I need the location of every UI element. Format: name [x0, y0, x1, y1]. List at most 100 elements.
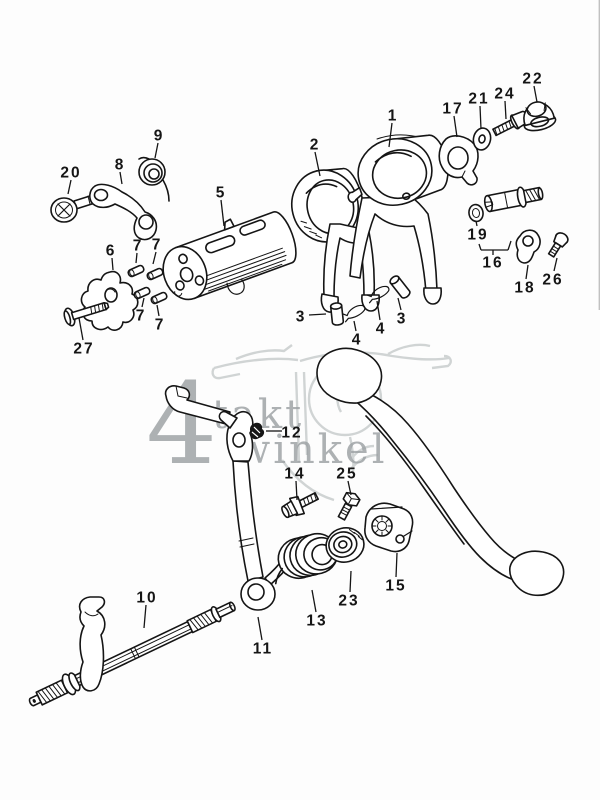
- part-5-shift-drum: [162, 211, 297, 301]
- part-10-spindle: [28, 601, 236, 707]
- gearshift-pedal: [316, 347, 565, 597]
- part-label-7: 7: [155, 317, 166, 334]
- part-label-leader-13: [311, 589, 317, 613]
- watermark-big-4: 4: [146, 360, 217, 490]
- part-label-18: 18: [514, 280, 535, 297]
- part-label-leader-7: [152, 251, 157, 265]
- part-16-spindle-bolt: [483, 186, 544, 213]
- part-label-11: 11: [253, 641, 273, 658]
- part-label-leader-21: [479, 105, 482, 130]
- part-4-split-pin: [366, 285, 390, 304]
- part-23-collar: [325, 527, 365, 563]
- part-label-6: 6: [106, 243, 117, 260]
- part-22-dome-nut: [523, 101, 557, 132]
- handlebar-grip-left: [211, 367, 241, 380]
- part-9-spring: [138, 156, 170, 202]
- part-label-3: 3: [296, 309, 307, 326]
- part-label-leader-18: [525, 264, 529, 280]
- part-label-7: 7: [152, 237, 163, 254]
- part-1-fork-body: [347, 134, 449, 305]
- part-label-leader-3: [397, 297, 402, 311]
- fork-tube-sketch: [294, 371, 309, 463]
- part-label-leader-5: [220, 199, 225, 227]
- part-label-4: 4: [352, 332, 363, 349]
- part-label-3: 3: [397, 311, 408, 328]
- part-label-leader-22: [533, 85, 538, 103]
- part-label-leader-20: [67, 179, 72, 195]
- part-label-15: 15: [385, 578, 406, 595]
- part-7-pin: [150, 291, 168, 305]
- part-7-pin: [127, 264, 145, 278]
- parts-artwork: [28, 0, 600, 707]
- part-label-13: 13: [306, 613, 327, 630]
- pedal-toe-pad: [316, 347, 383, 404]
- part-label-14: 14: [284, 466, 305, 483]
- part-label-leader-8: [119, 171, 123, 185]
- part-label-leader-16: [507, 240, 512, 251]
- part-label-8: 8: [115, 157, 126, 174]
- part-label-22: 22: [522, 71, 543, 88]
- part-label-leader-25: [347, 480, 352, 496]
- part-20-flange-bolt: [50, 194, 96, 223]
- part-label-24: 24: [494, 86, 515, 103]
- part-label-leader-19: [475, 220, 478, 227]
- part-26-screw: [547, 232, 569, 258]
- part-label-2: 2: [310, 137, 321, 154]
- part-label-leader-1: [388, 122, 393, 148]
- part-6-star-plate: [80, 270, 139, 331]
- part-4-split-pin: [342, 304, 366, 323]
- part-label-16: 16: [482, 255, 503, 272]
- part-label-25: 25: [336, 466, 357, 483]
- handlebar-lever-left: [235, 344, 293, 361]
- part-21-washer: [472, 127, 492, 151]
- part-label-leader-7: [141, 297, 145, 308]
- part-label-leader-9: [154, 142, 159, 159]
- part-11-gearshift-arm: [164, 385, 291, 611]
- part-label-17: 17: [442, 101, 463, 118]
- part-label-leader-26: [553, 257, 558, 272]
- part-27-bolt: [63, 302, 110, 327]
- part-label-1: 1: [388, 108, 399, 125]
- part-label-5: 5: [216, 185, 227, 202]
- pedal-shadow-stripe: [365, 415, 465, 545]
- part-label-leader-11: [257, 616, 263, 641]
- part-label-19: 19: [467, 227, 488, 244]
- sketch-hatch-marks: [349, 444, 379, 471]
- part-label-7: 7: [136, 308, 147, 325]
- part-label-21: 21: [468, 91, 489, 108]
- watermark-text: 4 takt winkel: [146, 360, 385, 490]
- part-label-leader-23: [349, 570, 352, 593]
- part-label-26: 26: [542, 272, 563, 289]
- handlebar-lever-right: [387, 343, 431, 356]
- handlebar-sketch-line: [213, 357, 299, 370]
- part-label-leader-4: [376, 300, 381, 321]
- part-label-27: 27: [73, 341, 94, 358]
- part-label-leader-2: [314, 151, 321, 177]
- part-12-clip-spring: [249, 422, 265, 440]
- scan-edge-artifact: [598, 0, 600, 310]
- part-8-stopper-arm: [89, 183, 158, 241]
- part-label-leader-3: [308, 313, 327, 316]
- part-label-leader-7: [135, 252, 138, 264]
- part-label-leader-6: [111, 257, 114, 271]
- pedal-heel-pad: [509, 550, 565, 597]
- part-label-leader-17: [453, 115, 458, 138]
- spindle-pawl-hook: [78, 596, 106, 692]
- part-14-stud-bolt: [281, 492, 319, 519]
- handlebar-grip-right: [431, 354, 452, 370]
- part-label-leader-24: [504, 100, 507, 120]
- part-3-roller: [329, 302, 345, 326]
- part-label-23: 23: [338, 593, 359, 610]
- part-3-roller: [389, 275, 411, 299]
- part-label-leader-4: [353, 320, 357, 332]
- part-label-leader-10: [143, 604, 147, 629]
- part-label-leader-27: [78, 317, 84, 341]
- part-label-10: 10: [136, 590, 157, 607]
- part-15-clamp-boss: [364, 502, 414, 553]
- cowl-sketch: [281, 459, 335, 502]
- part-label-20: 20: [60, 165, 81, 182]
- part-label-9: 9: [154, 128, 165, 145]
- part-label-7: 7: [133, 238, 144, 255]
